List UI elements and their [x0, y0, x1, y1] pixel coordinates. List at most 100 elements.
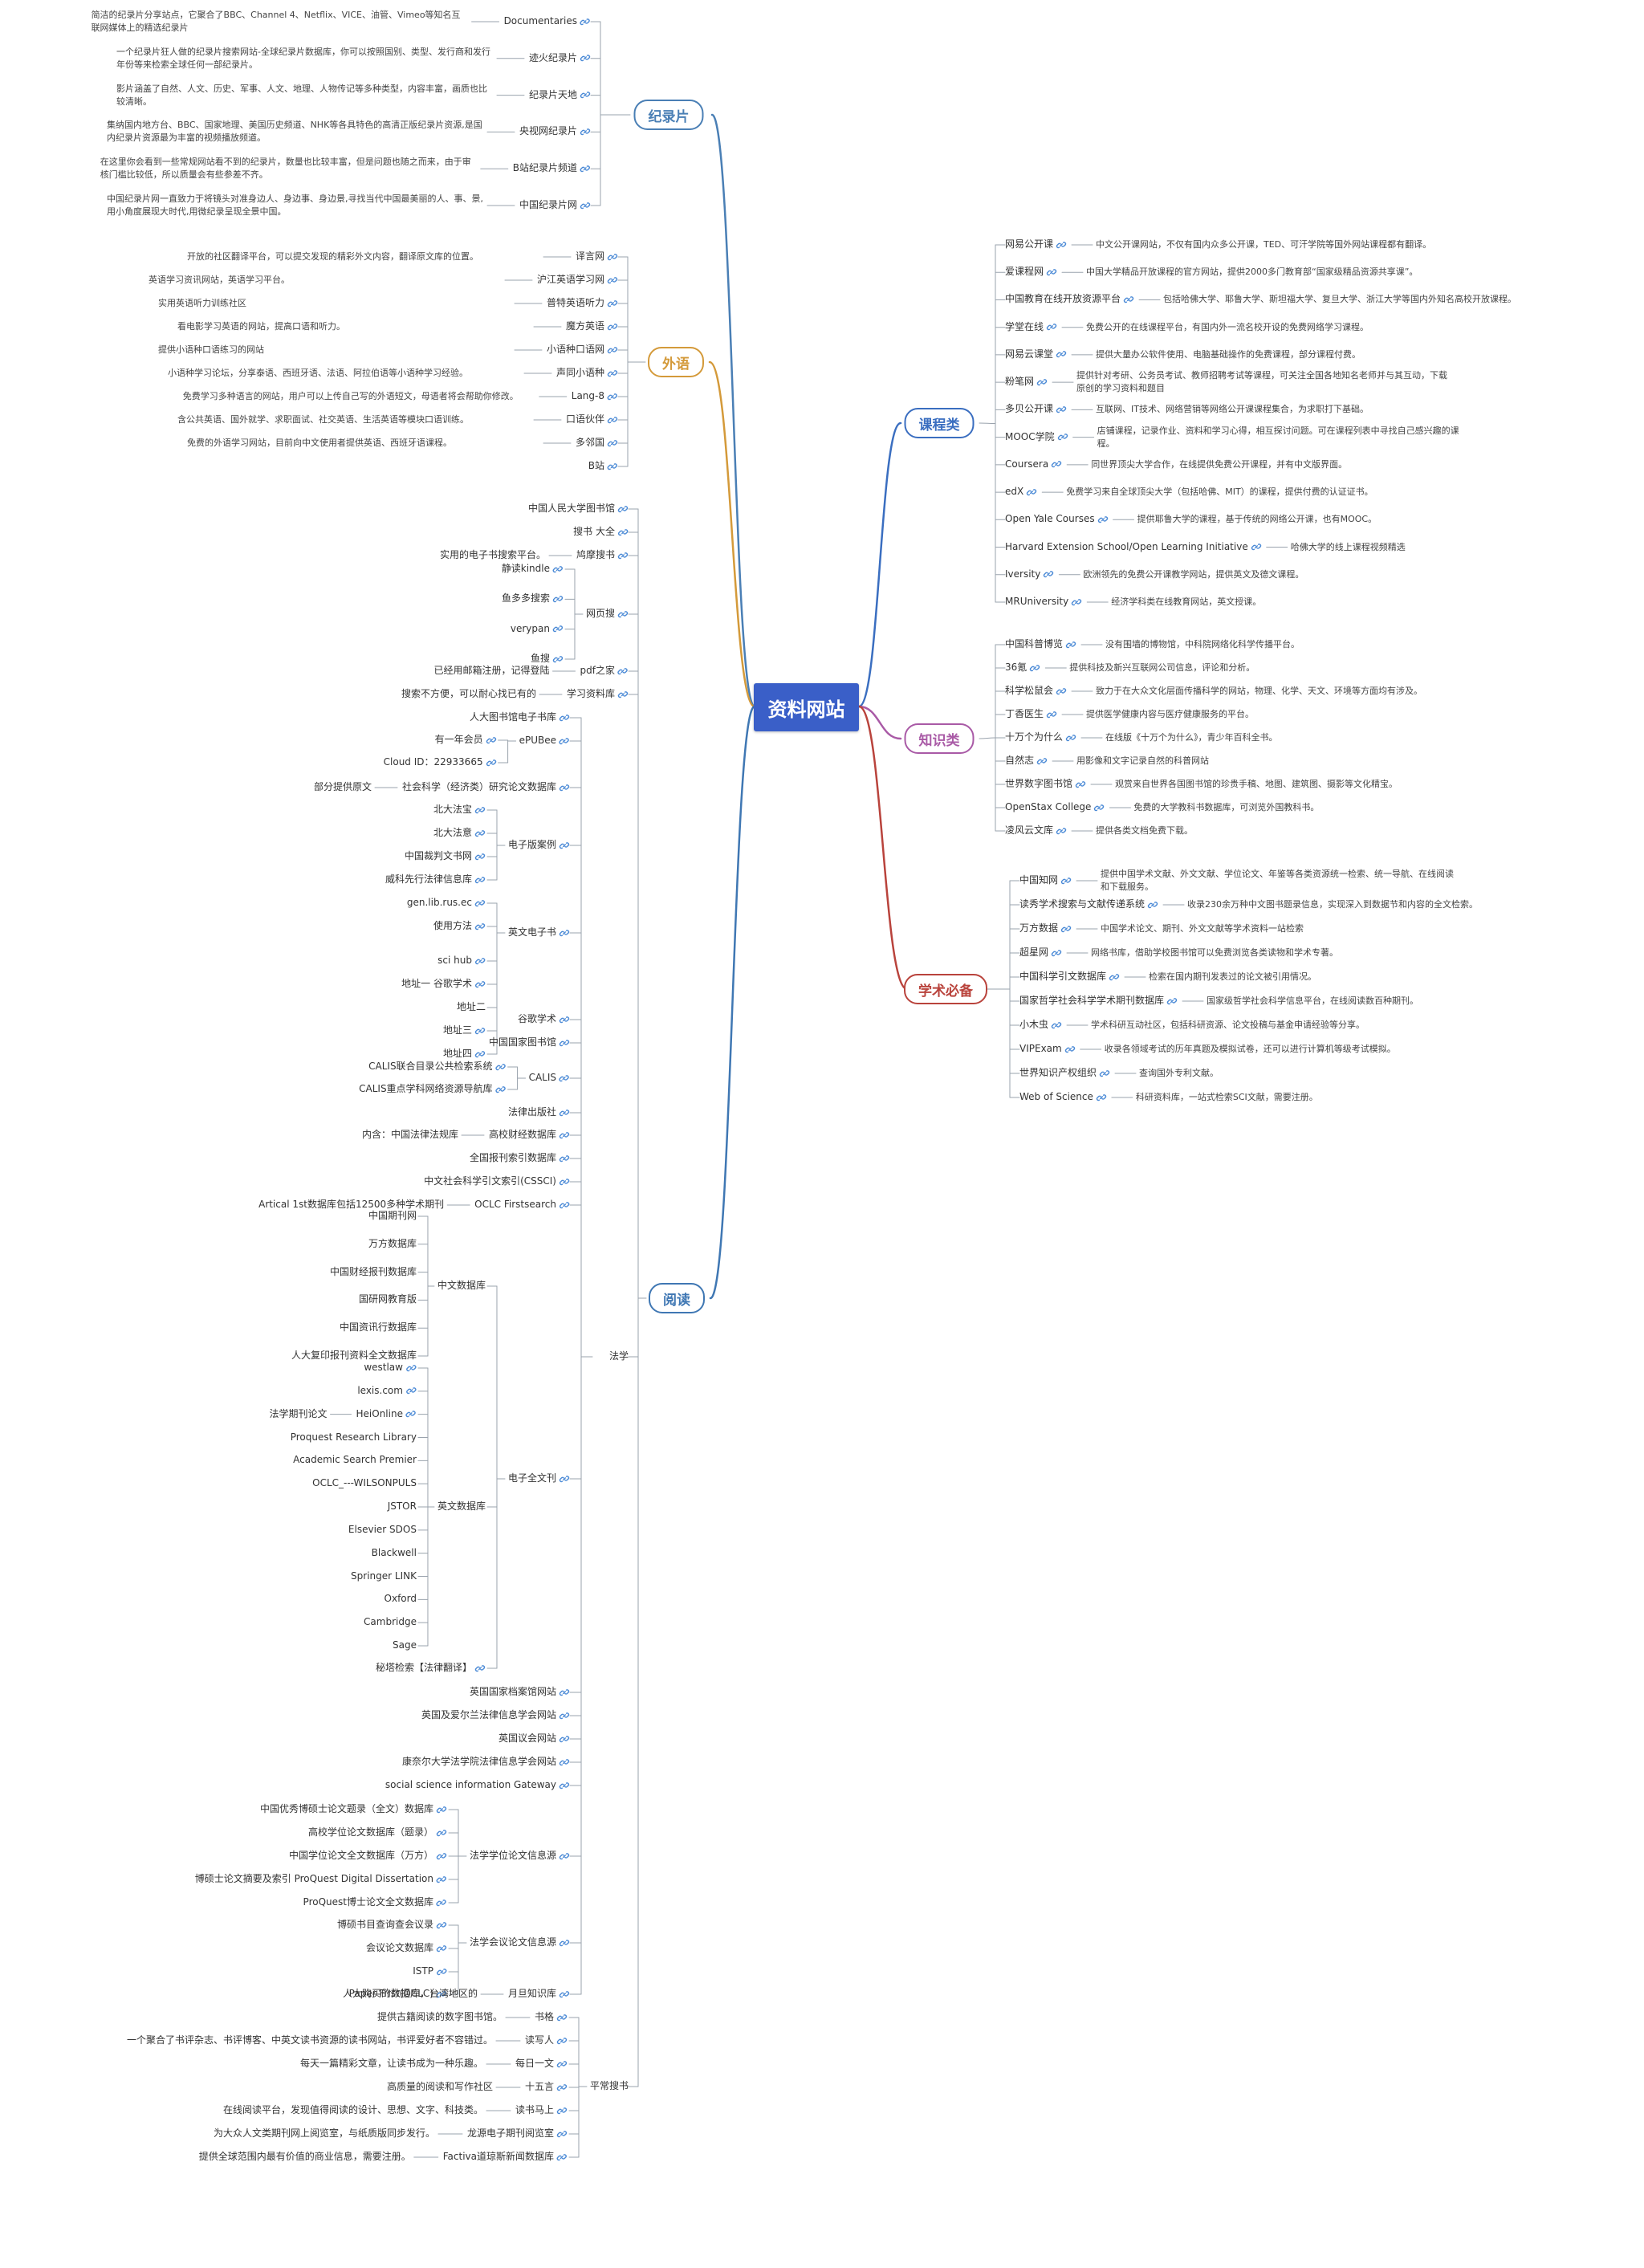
- link-icon[interactable]: [1056, 686, 1067, 697]
- link-icon[interactable]: [559, 1014, 570, 1025]
- course-item[interactable]: Open Yale Courses: [1005, 514, 1109, 527]
- link-icon[interactable]: [405, 1362, 417, 1374]
- law-item[interactable]: 中国国家图书馆: [489, 1036, 570, 1049]
- link-icon[interactable]: [436, 1920, 447, 1931]
- link-icon[interactable]: [556, 2128, 568, 2140]
- reading-subitem[interactable]: verypan: [511, 623, 564, 636]
- course-item[interactable]: 网易云课堂: [1005, 348, 1067, 361]
- course-item[interactable]: 多贝公开课: [1005, 404, 1067, 417]
- language-item[interactable]: B站: [588, 460, 618, 473]
- link-icon[interactable]: [1147, 899, 1158, 910]
- en-database[interactable]: JSTOR: [388, 1500, 417, 1513]
- link-icon[interactable]: [559, 927, 570, 939]
- link-icon[interactable]: [556, 2035, 568, 2046]
- course-item[interactable]: Coursera: [1005, 458, 1062, 471]
- branch-reading[interactable]: 阅读: [649, 1283, 705, 1313]
- en-database[interactable]: westlaw: [364, 1362, 417, 1374]
- law-subitem[interactable]: ISTP: [413, 1965, 447, 1978]
- en-database[interactable]: Academic Search Premier: [293, 1455, 417, 1468]
- knowledge-item[interactable]: OpenStax College: [1005, 801, 1105, 814]
- law-subitem[interactable]: 会议论文数据库: [366, 1942, 447, 1955]
- documentary-item[interactable]: 中国纪录片网: [519, 199, 591, 212]
- link-icon[interactable]: [556, 2105, 568, 2116]
- law-item[interactable]: 月旦知识库: [508, 1988, 570, 2001]
- link-icon[interactable]: [1026, 487, 1037, 498]
- link-icon[interactable]: [559, 712, 570, 723]
- link-icon[interactable]: [580, 89, 591, 100]
- link-icon[interactable]: [436, 1874, 447, 1885]
- law-subitem[interactable]: gen.lib.rus.ec: [407, 897, 486, 910]
- link-icon[interactable]: [436, 1966, 447, 1977]
- link-icon[interactable]: [1099, 1068, 1110, 1079]
- link-icon[interactable]: [559, 1710, 570, 1721]
- link-icon[interactable]: [1029, 662, 1040, 674]
- link-icon[interactable]: [436, 1851, 447, 1862]
- law-item[interactable]: 社会科学（经济类）研究论文数据库: [402, 781, 570, 794]
- law-subitem[interactable]: 有一年会员: [435, 734, 497, 747]
- link-icon[interactable]: [607, 251, 618, 263]
- link-icon[interactable]: [607, 275, 618, 286]
- academic-item[interactable]: 中国科学引文数据库: [1019, 971, 1120, 983]
- language-item[interactable]: 普特英语听力: [547, 297, 618, 310]
- en-database-group[interactable]: 英文数据库: [437, 1500, 486, 1513]
- branch-language[interactable]: 外语: [648, 347, 704, 377]
- link-icon[interactable]: [436, 1897, 447, 1908]
- knowledge-item[interactable]: 世界数字图书馆: [1005, 778, 1086, 791]
- link-icon[interactable]: [559, 1199, 570, 1211]
- link-icon[interactable]: [1036, 755, 1048, 767]
- book-site[interactable]: 龙源电子期刊阅览室: [467, 2128, 568, 2140]
- law-item[interactable]: 中文社会科学引文索引(CSSCI): [424, 1175, 570, 1188]
- law-subitem[interactable]: 中国裁判文书网: [405, 850, 486, 863]
- law-subitem[interactable]: 地址四: [443, 1048, 486, 1061]
- link-icon[interactable]: [1166, 996, 1178, 1007]
- link-icon[interactable]: [607, 298, 618, 309]
- link-icon[interactable]: [617, 689, 629, 700]
- root-node[interactable]: 资料网站: [754, 683, 859, 731]
- link-icon[interactable]: [495, 1084, 507, 1095]
- link-icon[interactable]: [474, 804, 486, 816]
- zh-database[interactable]: 中国资讯行数据库: [340, 1321, 417, 1334]
- book-site[interactable]: 读书马上: [515, 2104, 568, 2117]
- link-icon[interactable]: [552, 593, 564, 605]
- link-icon[interactable]: [556, 2152, 568, 2163]
- link-icon[interactable]: [1043, 568, 1054, 580]
- en-database[interactable]: Proquest Research Library: [291, 1431, 417, 1444]
- academic-item[interactable]: 世界知识产权组织: [1019, 1067, 1110, 1080]
- link-icon[interactable]: [474, 1048, 486, 1060]
- law-item[interactable]: 英国及爱尔兰法律信息学会网站: [421, 1709, 570, 1722]
- law-item[interactable]: social science information Gateway: [385, 1779, 570, 1792]
- link-icon[interactable]: [559, 1473, 570, 1484]
- law-subitem[interactable]: 中国优秀博硕士论文题录（全文）数据库: [260, 1803, 447, 1816]
- course-item[interactable]: Harvard Extension School/Open Learning I…: [1005, 541, 1262, 554]
- link-icon[interactable]: [1056, 349, 1067, 360]
- law-subitem[interactable]: 北大法宝: [433, 804, 486, 816]
- language-item[interactable]: 译言网: [576, 250, 618, 263]
- link-icon[interactable]: [1056, 239, 1067, 250]
- law-subitem[interactable]: 地址一 谷歌学术: [401, 978, 486, 991]
- link-icon[interactable]: [556, 2012, 568, 2023]
- link-icon[interactable]: [405, 1408, 417, 1419]
- branch-academic[interactable]: 学术必备: [904, 974, 987, 1004]
- academic-item[interactable]: Web of Science: [1019, 1091, 1107, 1104]
- link-icon[interactable]: [607, 414, 618, 426]
- reading-item[interactable]: pdf之家: [580, 665, 629, 678]
- link-icon[interactable]: [617, 609, 629, 620]
- documentary-item[interactable]: 纪录片天地: [529, 89, 591, 102]
- academic-item[interactable]: 中国知网: [1019, 874, 1072, 887]
- link-icon[interactable]: [474, 1025, 486, 1036]
- law-item[interactable]: 电子全文刊: [508, 1472, 570, 1485]
- link-icon[interactable]: [1060, 923, 1072, 934]
- link-icon[interactable]: [1123, 294, 1134, 305]
- course-item[interactable]: 爱课程网: [1005, 266, 1057, 279]
- language-item[interactable]: 小语种口语网: [547, 344, 618, 356]
- reading-item[interactable]: 中国人民大学图书馆: [528, 503, 629, 515]
- link-icon[interactable]: [559, 1153, 570, 1164]
- law-item[interactable]: 法学会议论文信息源: [470, 1936, 570, 1949]
- link-icon[interactable]: [1046, 709, 1057, 720]
- course-item[interactable]: 中国教育在线开放资源平台: [1005, 294, 1134, 307]
- link-icon[interactable]: [552, 623, 564, 634]
- link-icon[interactable]: [552, 654, 564, 665]
- knowledge-item[interactable]: 中国科普博览: [1005, 638, 1076, 651]
- law-subitem[interactable]: 地址二: [457, 1001, 486, 1014]
- academic-item[interactable]: 国家哲学社会科学学术期刊数据库: [1019, 995, 1178, 1008]
